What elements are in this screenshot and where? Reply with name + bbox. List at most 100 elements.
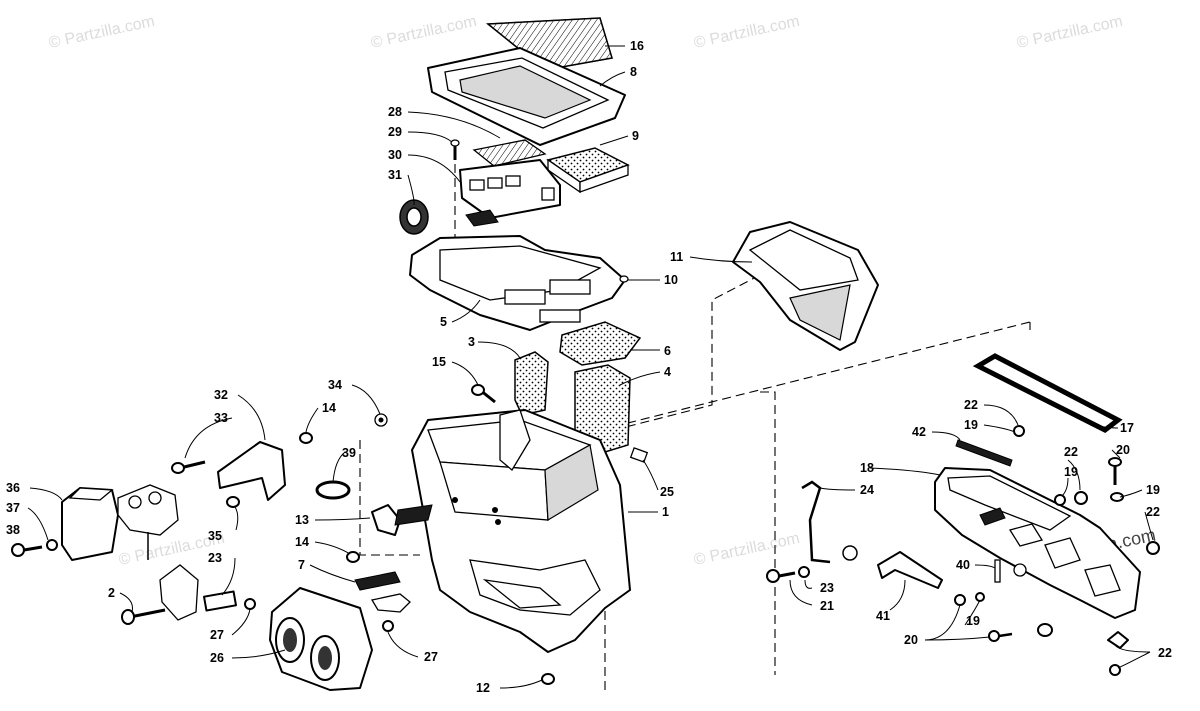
callout-19: 19 (1064, 465, 1078, 479)
part-19-washer (1013, 425, 1025, 437)
callout-23: 23 (820, 581, 834, 595)
callout-6: 6 (664, 344, 671, 358)
callout-27: 27 (210, 628, 224, 642)
part-41-bracket (877, 551, 943, 589)
callout-42: 42 (912, 425, 926, 439)
part-34-grommet (374, 413, 388, 427)
part-31-rubber-ring (399, 199, 429, 235)
callout-9: 9 (632, 129, 639, 143)
part-14-nut (299, 432, 313, 444)
part-29-screw (450, 139, 460, 160)
callout-23: 23 (208, 551, 222, 565)
callout-31: 31 (388, 168, 402, 182)
part-26-intake-silencer (269, 587, 373, 691)
callout-25: 25 (660, 485, 674, 499)
callout-36: 36 (6, 481, 20, 495)
callout-29: 29 (388, 125, 402, 139)
callout-13: 13 (295, 513, 309, 527)
guide-line (599, 321, 1031, 431)
callout-7: 7 (298, 558, 305, 572)
callout-15: 15 (432, 355, 446, 369)
part-21-bolt (766, 566, 810, 583)
part-15-screw (471, 384, 496, 404)
part-25-bolt (629, 447, 649, 463)
callout-38: 38 (6, 523, 20, 537)
callout-labels: 16 8 28 29 9 30 31 11 10 5 6 3 4 15 34 3… (6, 39, 1172, 695)
callout-27: 27 (424, 650, 438, 664)
watermark: © Partzilla.com (47, 13, 156, 52)
guide-line (554, 274, 761, 446)
part-6-foam-pad (559, 321, 642, 366)
guide-line (359, 440, 420, 556)
part-32-bracket (217, 441, 286, 501)
callout-22: 22 (1146, 505, 1160, 519)
callout-8: 8 (630, 65, 637, 79)
callout-19: 19 (1146, 483, 1160, 497)
callout-19: 19 (966, 614, 980, 628)
callout-22: 22 (1064, 445, 1078, 459)
part-27b-clip (370, 593, 411, 632)
part-30-intake-block (459, 159, 561, 227)
callout-21: 21 (820, 599, 834, 613)
watermark: © Partzilla.com (1015, 13, 1124, 52)
callout-4: 4 (664, 365, 671, 379)
part-12-cap (541, 673, 555, 685)
part-39-clamp (315, 480, 351, 500)
callout-16: 16 (630, 39, 644, 53)
callout-20: 20 (904, 633, 918, 647)
part-14b-nut (346, 551, 360, 563)
part-37-grommet (46, 539, 58, 551)
part-38-screw (11, 543, 43, 557)
guide-line (760, 391, 776, 675)
part-33-bolt (171, 460, 206, 474)
part-42-rod (955, 439, 1013, 467)
part-22-nut (1074, 491, 1160, 555)
callout-1: 1 (662, 505, 669, 519)
part-5-base-tray (409, 235, 629, 331)
callout-18: 18 (860, 461, 874, 475)
watermark: © Partzilla.com (369, 13, 478, 52)
callout-5: 5 (440, 315, 447, 329)
callout-26: 26 (210, 651, 224, 665)
callout-41: 41 (876, 609, 890, 623)
callout-10: 10 (664, 273, 678, 287)
callout-19: 19 (964, 418, 978, 432)
part-18-duct (934, 467, 1141, 619)
watermark: © Partzilla.com (692, 530, 801, 569)
part-20-bolt (1108, 457, 1122, 485)
callout-14: 14 (322, 401, 336, 415)
part-7-hose-link (354, 571, 401, 591)
part-40-pin (994, 559, 1001, 583)
callout-33: 33 (214, 411, 228, 425)
part-27-clip (244, 598, 256, 610)
callout-14: 14 (295, 535, 309, 549)
part-22d-knob (1107, 631, 1129, 676)
callout-30: 30 (388, 148, 402, 162)
callout-32: 32 (214, 388, 228, 402)
part-9-filter-element (546, 147, 630, 194)
callout-28: 28 (388, 105, 402, 119)
callout-24: 24 (860, 483, 874, 497)
callout-12: 12 (476, 681, 490, 695)
callout-35: 35 (208, 529, 222, 543)
watermark: © Partzilla.com (692, 13, 801, 52)
callout-11: 11 (670, 250, 683, 264)
part-valve-assembly (117, 484, 179, 560)
part-13-flap (371, 504, 433, 536)
leader-lines (27, 45, 1154, 689)
callout-3: 3 (468, 335, 475, 349)
part-11-intake-scoop (732, 221, 879, 351)
part-28-decal (472, 139, 547, 167)
callout-22: 22 (1158, 646, 1172, 660)
part-24-linkage-rod (801, 480, 858, 564)
callout-2: 2 (108, 586, 115, 600)
part-36-cover (61, 487, 119, 561)
callout-39: 39 (342, 446, 356, 460)
part-23-spacer (203, 590, 237, 612)
part-2-bracket-bolt (121, 564, 199, 625)
callout-40: 40 (956, 558, 970, 572)
part-1-airbox-housing (411, 409, 631, 653)
part-17-gasket (972, 353, 1123, 433)
part-35-washer (226, 496, 240, 508)
